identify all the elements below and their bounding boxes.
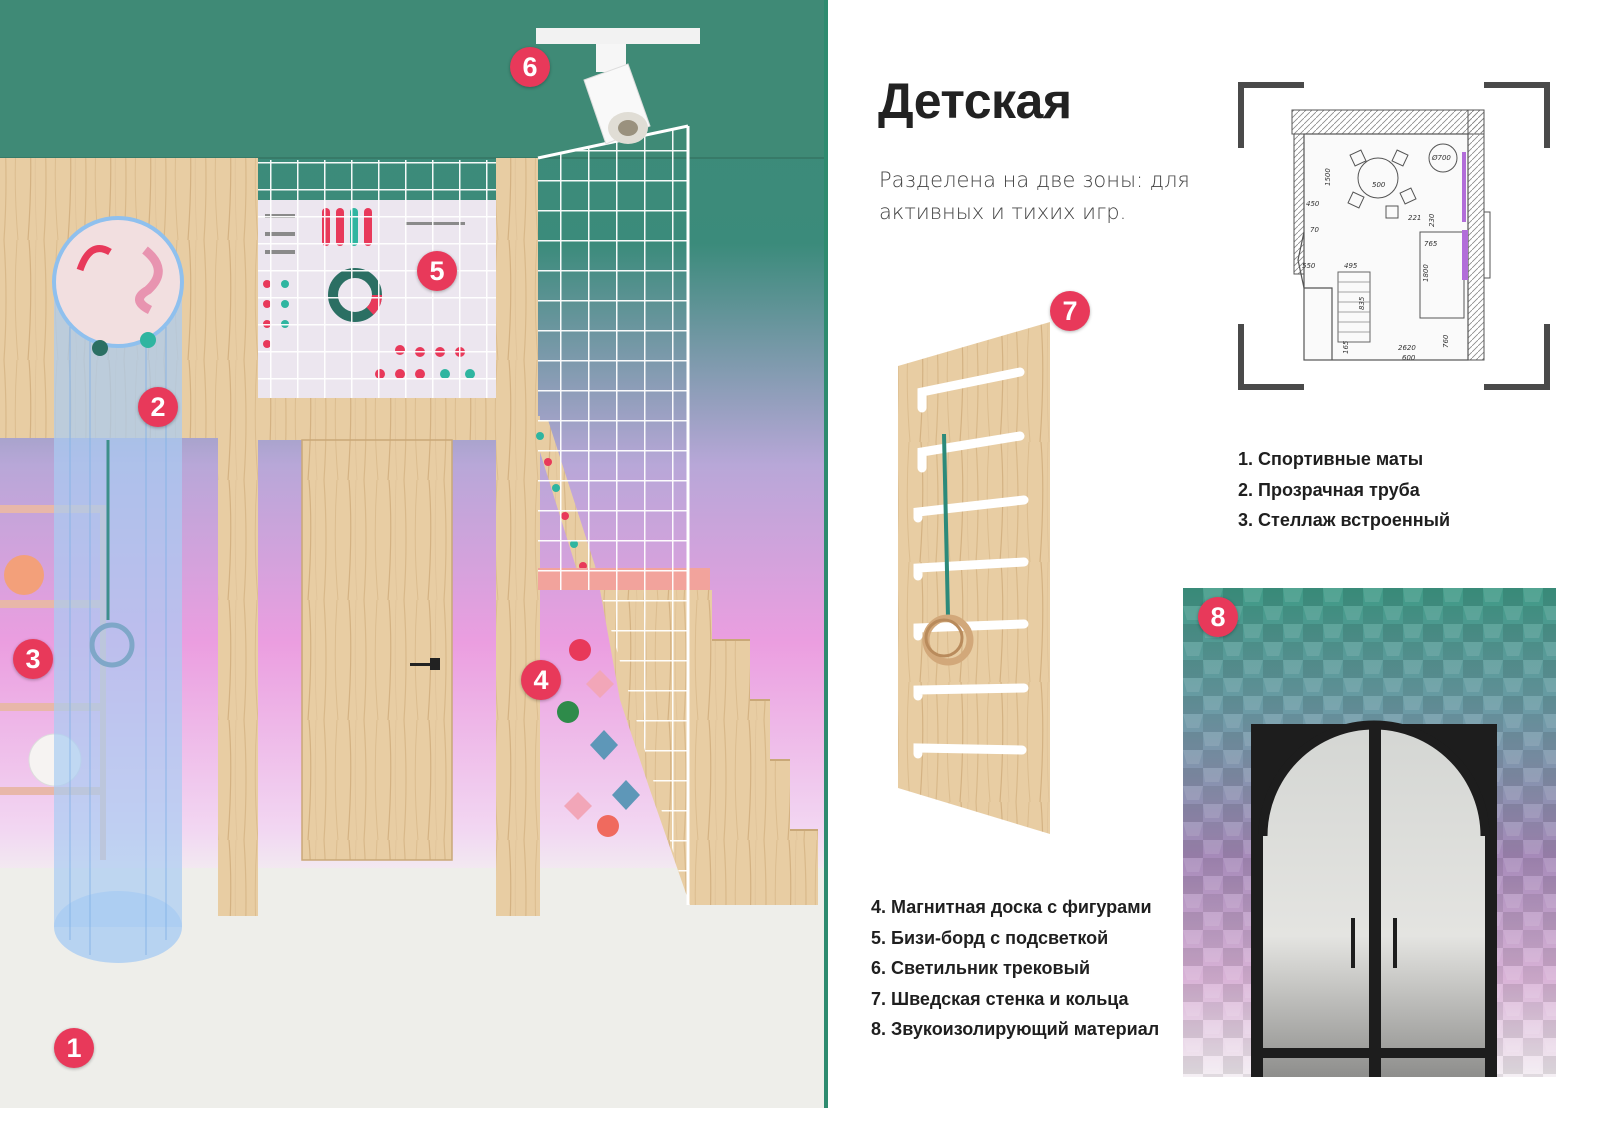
soundproofing-drawing [1183,588,1556,1077]
safety-net [537,124,690,905]
plan-dim-9: 1800 [1422,264,1430,282]
legend-item-1: 1. Спортивные маты [1238,449,1424,469]
plan-dim-15: 760 [1442,334,1450,348]
plan-dim-8: 495 [1344,262,1358,270]
plan-dim-0: Ø700 [1431,154,1451,162]
plan-dim-11: 1500 [1324,168,1332,186]
plan-dim-12: 2620 [1398,344,1416,352]
swedish-wall-drawing [898,322,1050,834]
magnetic-figures [557,639,640,837]
transparent-tube [52,216,184,963]
plan-dim-3: 230 [1428,213,1436,227]
plan-dim-14: 165 [1342,340,1350,354]
legend-item-6: 6. Светильник трековый [871,958,1091,978]
plan-dim-1: 500 [1372,181,1386,189]
frame-corner-tr [1484,82,1550,148]
marker-6: 6 [510,47,550,87]
legend-item-8: 8. Звукоизолирующий материал [871,1019,1160,1039]
glass-double-door [1251,720,1497,1077]
marker-1: 1 [54,1028,94,1068]
marker-7: 7 [1050,291,1090,331]
hidden-door [301,439,453,861]
plan-dim-5: 450 [1306,200,1320,208]
kids-room-render [0,0,828,1108]
busy-board [258,160,496,398]
marker-8: 8 [1198,597,1238,637]
render-svg [0,0,828,1108]
shelf-toy [4,555,44,595]
legend-item-3: 3. Стеллаж встроенный [1238,510,1451,530]
marker-4: 4 [521,660,561,700]
plan-dim-13: 600 [1402,354,1416,362]
plan-dim-2: 221 [1408,214,1421,222]
loft-structure [0,158,540,916]
plan-dim-4: 765 [1424,240,1438,248]
ceiling-band [0,0,828,158]
soundproofing-image [1183,588,1556,1077]
plan-drawing: Ø700 500 221 230 765 450 70 550 495 1800… [1291,109,1491,362]
floor-plan: Ø700 500 221 230 765 450 70 550 495 1800… [1238,82,1550,390]
marker-5: 5 [417,251,457,291]
marker-3: 3 [13,639,53,679]
plan-dim-10: 835 [1358,296,1366,310]
page-subtitle: Разделена на две зоны: для активных и ти… [879,168,1190,224]
plan-dim-6: 70 [1310,226,1319,234]
frame-corner-bl [1238,324,1304,390]
marker-2: 2 [138,387,178,427]
frame-corner-br [1484,324,1550,390]
legend-zone-list-2: 4. Магнитная доска с фигурами 5. Бизи-бо… [871,892,1159,1045]
legend-zone-list-1: 1. Спортивные маты 2. Прозрачная труба 3… [1238,444,1450,536]
legend-item-2: 2. Прозрачная труба [1238,479,1420,500]
legend-item-5: 5. Бизи-борд с подсветкой [871,927,1109,948]
plan-dim-7: 550 [1302,262,1316,270]
swedish-wall-image [892,322,1054,838]
page-title: Детская [878,73,1072,129]
track-light [536,28,700,145]
legend-item-4: 4. Магнитная доска с фигурами [871,897,1152,917]
frame-corner-tl [1238,82,1304,148]
legend-item-7: 7. Шведская стенка и кольца [871,988,1129,1009]
